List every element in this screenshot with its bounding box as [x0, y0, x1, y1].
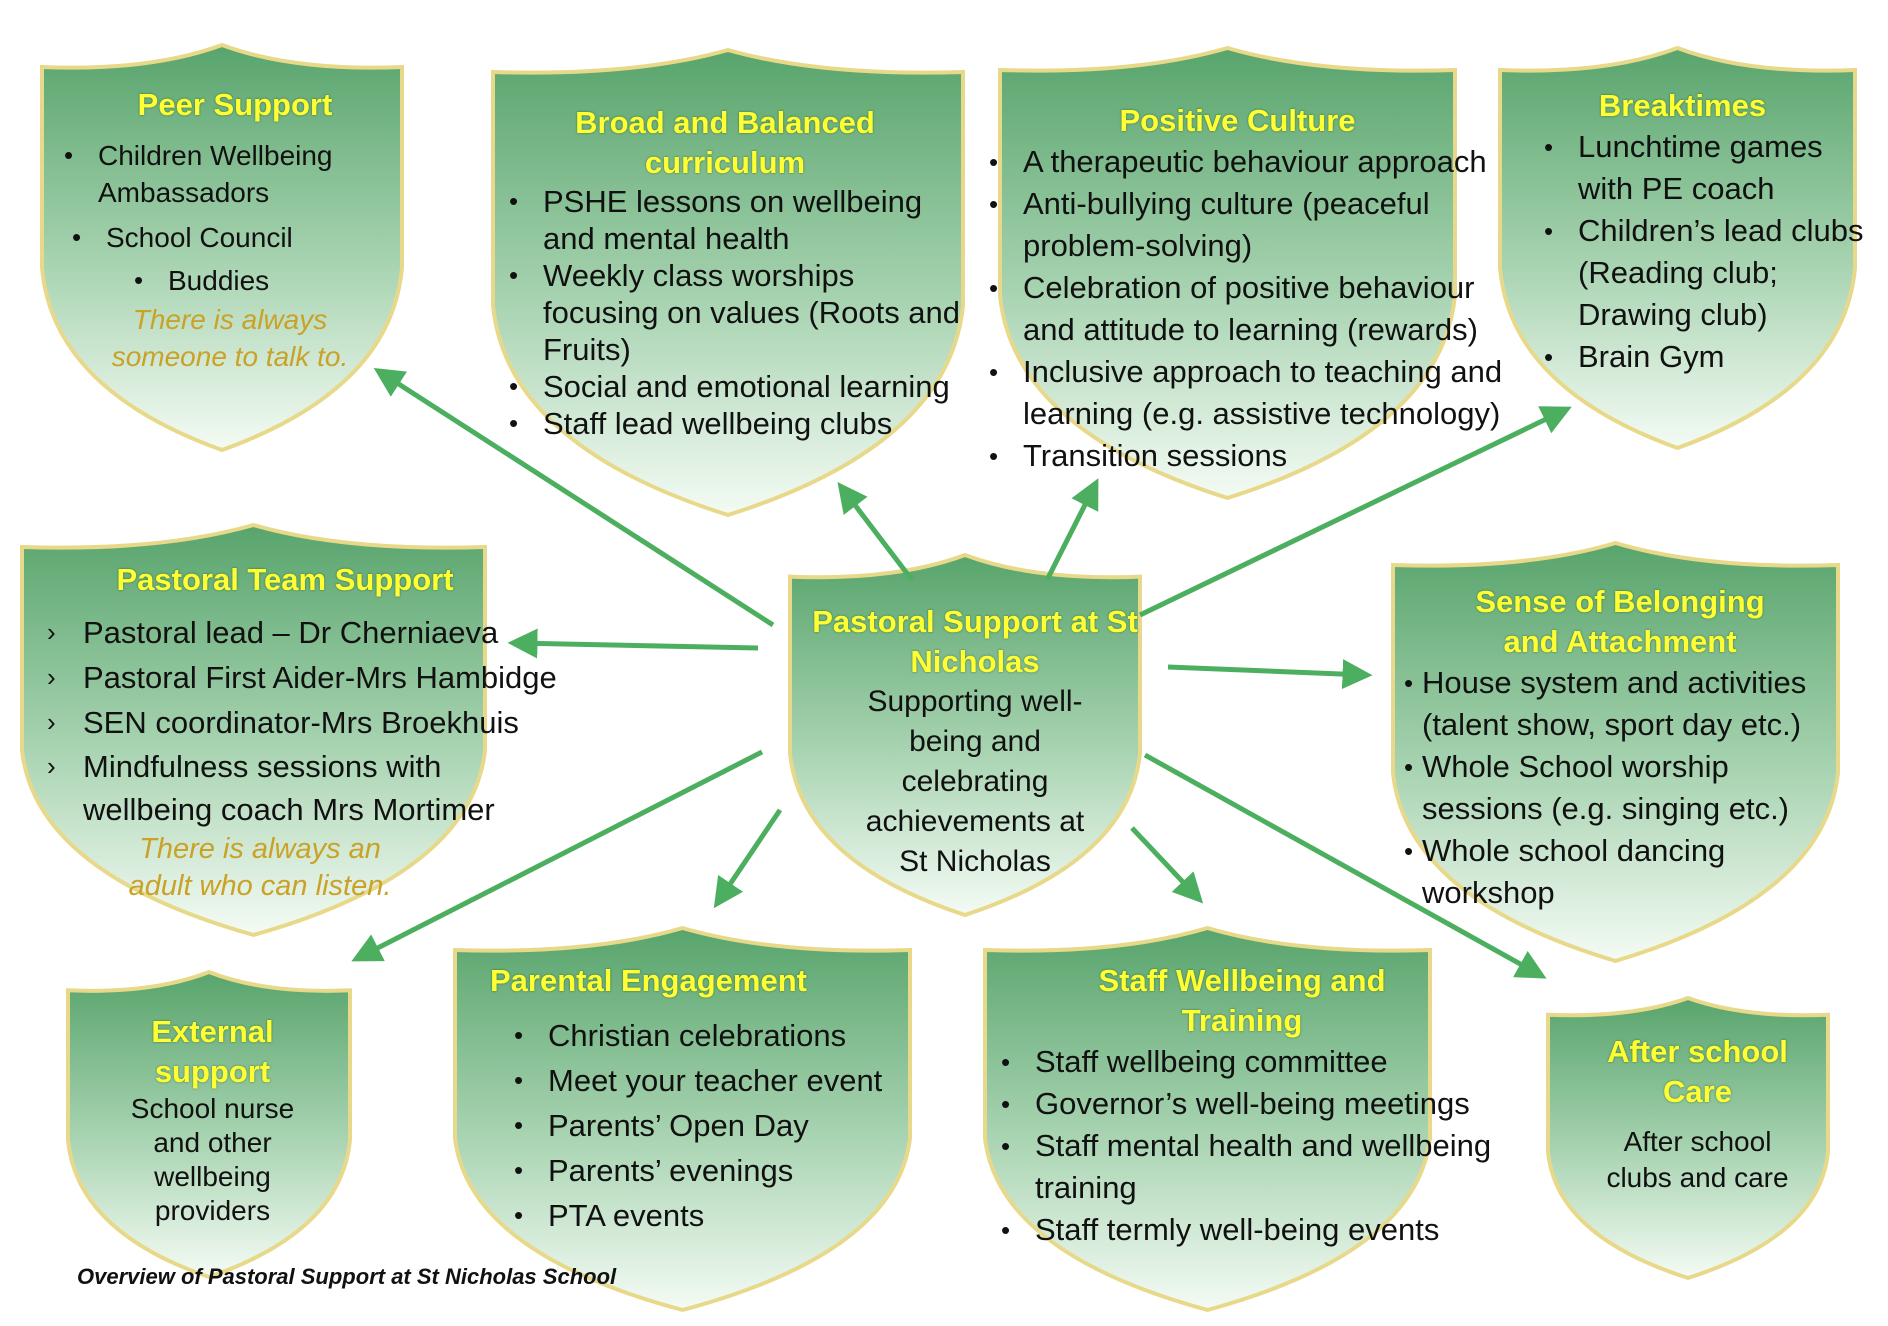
list-item: A therapeutic behaviour approach — [985, 141, 1530, 183]
list-item: Buddies — [130, 262, 410, 299]
broad-curriculum-list: PSHE lessons on wellbeing and mental hea… — [505, 183, 975, 442]
broad-curriculum-title: Broad and Balanced curriculum — [575, 105, 875, 180]
list-item: Staff termly well-being events — [997, 1209, 1527, 1251]
list-item: PSHE lessons on wellbeing and mental hea… — [505, 183, 975, 257]
parental-engagement-title: Parental Engagement — [490, 963, 807, 998]
list-item: Transition sessions — [985, 435, 1530, 477]
external-support-title: External support — [151, 1014, 274, 1089]
staff-wellbeing-title: Staff Wellbeing and Training — [1098, 963, 1386, 1038]
pastoral-team-note: There is always an adult who can listen. — [128, 833, 392, 902]
staff-wellbeing-list: Staff wellbeing committee Governor’s wel… — [997, 1041, 1527, 1251]
list-item: Parents’ evenings — [510, 1148, 920, 1193]
external-support-shield: External support School nurse and other … — [85, 1012, 340, 1228]
list-item: Social and emotional learning — [505, 368, 975, 405]
external-support-text: School nurse and other wellbeing provide… — [130, 1093, 295, 1226]
list-item: School Council — [68, 219, 410, 256]
positive-culture-list: A therapeutic behaviour approach Anti-bu… — [985, 141, 1530, 477]
list-item: Celebration of positive behaviour and at… — [985, 267, 1530, 351]
pastoral-team-shield: Pastoral Team Support Pastoral lead – Dr… — [45, 560, 585, 905]
list-item: Governor’s well-being meetings — [997, 1083, 1527, 1125]
belonging-shield: Sense of Belonging and Attachment House … — [1400, 582, 1840, 914]
staff-wellbeing-shield: Staff Wellbeing and Training Staff wellb… — [997, 961, 1527, 1251]
list-item: SEN coordinator-Mrs Broekhuis — [45, 700, 585, 745]
positive-culture-title: Positive Culture — [1119, 103, 1356, 138]
list-item: Staff lead wellbeing clubs — [505, 405, 975, 442]
peer-support-title: Peer Support — [137, 87, 333, 122]
belonging-list: House system and activities (talent show… — [1400, 662, 1840, 914]
belonging-title: Sense of Belonging and Attachment — [1475, 584, 1765, 659]
center-shield-shape — [788, 552, 1142, 918]
list-item: Christian celebrations — [510, 1013, 920, 1058]
parental-engagement-shield: Parental Engagement Christian celebratio… — [490, 961, 920, 1238]
list-item: Brain Gym — [1540, 336, 1885, 378]
after-school-text: After school clubs and care — [1606, 1126, 1789, 1193]
list-item: Inclusive approach to teaching and learn… — [985, 351, 1530, 435]
peer-support-list: Children Wellbeing Ambassadors School Co… — [60, 137, 410, 299]
list-item: Children Wellbeing Ambassadors — [60, 137, 410, 211]
after-school-title: After school Care — [1607, 1034, 1788, 1109]
parental-engagement-list: Christian celebrations Meet your teacher… — [510, 1013, 920, 1238]
list-item: Children’s lead clubs (Reading club; Dra… — [1540, 210, 1885, 336]
after-school-shield: After school Care After school clubs and… — [1565, 1032, 1830, 1196]
broad-curriculum-shield: Broad and Balanced curriculum PSHE lesso… — [505, 103, 975, 442]
positive-culture-shield: Positive Culture A therapeutic behaviour… — [985, 101, 1530, 477]
breaktimes-shield: Breaktimes Lunchtime games with PE coach… — [1540, 86, 1885, 378]
list-item: Mindfulness sessions with wellbeing coac… — [45, 745, 585, 831]
list-item: House system and activities (talent show… — [1400, 662, 1840, 746]
list-item: Weekly class worships focusing on values… — [505, 257, 975, 368]
list-item: Anti-bullying culture (peaceful problem-… — [985, 183, 1530, 267]
breaktimes-title: Breaktimes — [1598, 88, 1767, 123]
center-text: Supporting well-being and celebrating ac… — [865, 685, 1085, 878]
list-item: Lunchtime games with PE coach — [1540, 126, 1885, 210]
list-item: Staff mental health and wellbeing traini… — [997, 1125, 1527, 1209]
figure-caption: Overview of Pastoral Support at St Nicho… — [77, 1264, 617, 1289]
list-item: Whole School worship sessions (e.g. sing… — [1400, 746, 1840, 830]
peer-support-shield: Peer Support Children Wellbeing Ambassad… — [60, 85, 410, 375]
list-item: Parents’ Open Day — [510, 1103, 920, 1148]
center-title: Pastoral Support at St Nicholas — [812, 604, 1138, 679]
list-item: Staff wellbeing committee — [997, 1041, 1527, 1083]
after-school-shield-shape — [1546, 995, 1830, 1281]
list-item: Pastoral lead – Dr Cherniaeva — [45, 610, 585, 655]
list-item: PTA events — [510, 1193, 920, 1238]
list-item: Whole school dancing workshop — [1400, 830, 1840, 914]
peer-support-note: There is always someone to talk to. — [111, 304, 349, 372]
list-item: Pastoral First Aider-Mrs Hambidge — [45, 655, 585, 700]
pastoral-team-list: Pastoral lead – Dr Cherniaeva Pastoral F… — [45, 610, 585, 831]
external-shield-shape — [66, 969, 352, 1280]
breaktimes-list: Lunchtime games with PE coach Children’s… — [1540, 126, 1885, 378]
pastoral-team-title: Pastoral Team Support — [116, 562, 454, 597]
center-shield: Pastoral Support at St Nicholas Supporti… — [805, 602, 1145, 882]
list-item: Meet your teacher event — [510, 1058, 920, 1103]
